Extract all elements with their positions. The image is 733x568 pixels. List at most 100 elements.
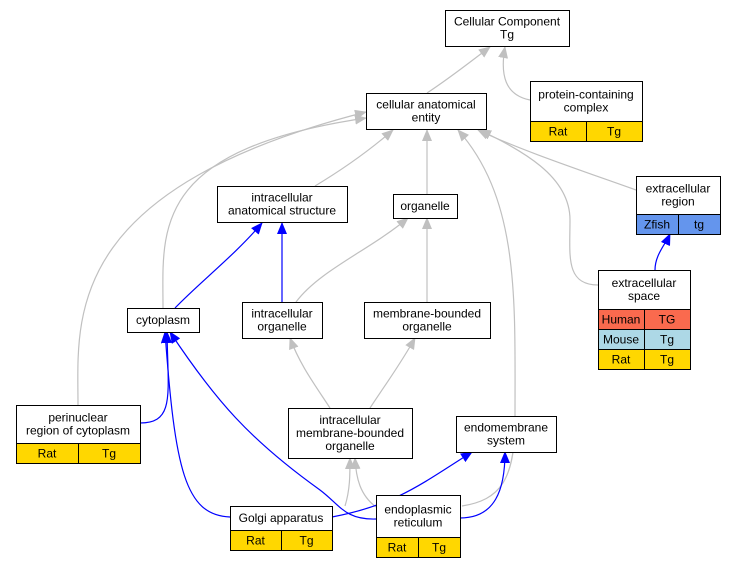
node-box bbox=[445, 10, 570, 47]
species-label: Mouse bbox=[603, 333, 639, 347]
species-row[interactable]: Rat Tg bbox=[230, 530, 333, 551]
edge-cae-to-cc bbox=[426, 46, 491, 94]
node-label: extracellular bbox=[612, 276, 677, 290]
edge-er-to-cae bbox=[457, 129, 516, 507]
node-label: region bbox=[661, 195, 694, 209]
node-label: organelle bbox=[400, 199, 450, 213]
node-label: organelle bbox=[325, 439, 375, 453]
node-label: space bbox=[628, 289, 660, 303]
species-row[interactable]: Rat Tg bbox=[376, 537, 461, 558]
gene-cell bbox=[678, 214, 721, 235]
species-label: Rat bbox=[549, 125, 568, 139]
edge-exs-to-cae bbox=[479, 129, 599, 286]
species-label: Rat bbox=[38, 447, 57, 461]
node-box bbox=[393, 194, 458, 219]
edge-er-to-imbo bbox=[350, 457, 377, 508]
node-box bbox=[366, 93, 487, 130]
gene-label: Tg bbox=[299, 534, 313, 548]
node-label: intracellular bbox=[251, 307, 312, 321]
gene-label: tg bbox=[694, 218, 704, 232]
edge-cyto-to-ias bbox=[174, 222, 263, 309]
node-label: system bbox=[487, 434, 525, 448]
node-label: endoplasmic bbox=[384, 503, 451, 517]
node-label: Tg bbox=[500, 28, 514, 42]
edge-peri-to-cyto bbox=[139, 331, 173, 424]
edge-exs-to-exr bbox=[654, 233, 671, 271]
node-box bbox=[127, 308, 200, 333]
gene-label: TG bbox=[659, 313, 676, 327]
node-label: membrane-bounded bbox=[296, 426, 404, 440]
node-box bbox=[364, 302, 491, 339]
species-label: Rat bbox=[612, 353, 631, 367]
node-label: Cellular Component bbox=[454, 15, 561, 29]
edge-imbo-to-io bbox=[289, 337, 331, 409]
node-organelle[interactable]: organelle bbox=[393, 194, 458, 219]
edge-cyto-to-cae bbox=[162, 114, 367, 309]
node-label: complex bbox=[564, 101, 609, 115]
edge-golgi-to-imbo bbox=[344, 457, 355, 507]
node-label: protein-containing bbox=[538, 88, 633, 102]
species-row[interactable]: Zfish tg bbox=[636, 214, 721, 235]
node-label: membrane-bounded bbox=[373, 307, 481, 321]
species-label: Rat bbox=[388, 541, 407, 555]
node-label: extracellular bbox=[646, 182, 711, 196]
gene-label: Tg bbox=[432, 541, 446, 555]
node-box bbox=[217, 186, 348, 223]
species-row[interactable]: Rat Tg bbox=[598, 349, 691, 370]
node-label: reticulum bbox=[394, 516, 443, 530]
node-box bbox=[242, 302, 323, 339]
node-label: Golgi apparatus bbox=[239, 511, 324, 525]
edge-io-to-org bbox=[295, 217, 409, 303]
node-label: region of cytoplasm bbox=[26, 424, 130, 438]
edge-layer bbox=[77, 46, 671, 520]
node-label: anatomical structure bbox=[228, 204, 336, 218]
species-label: Human bbox=[602, 313, 641, 327]
species-row[interactable]: Rat Tg bbox=[530, 121, 643, 142]
node-label: organelle bbox=[257, 320, 307, 334]
node-label: intracellular bbox=[251, 191, 312, 205]
node-label: cytoplasm bbox=[136, 313, 190, 327]
node-box bbox=[456, 416, 557, 453]
node-label: organelle bbox=[402, 320, 452, 334]
edge-imbo-to-mbo bbox=[369, 337, 416, 409]
species-label: Zfish bbox=[644, 218, 670, 232]
node-label: intracellular bbox=[319, 413, 380, 427]
node-cytoplasm[interactable]: cytoplasm bbox=[127, 308, 200, 333]
gene-cell bbox=[281, 530, 333, 551]
gene-cell bbox=[78, 443, 141, 464]
species-label: Rat bbox=[246, 534, 265, 548]
gene-cell bbox=[586, 121, 643, 142]
edge-golgi-to-cyto bbox=[160, 331, 231, 518]
species-row[interactable]: Human TG bbox=[598, 309, 691, 330]
edge-golgi-to-endo bbox=[331, 451, 473, 518]
node-label: endomembrane bbox=[464, 421, 548, 435]
node-label: perinuclear bbox=[48, 411, 107, 425]
gene-label: Tg bbox=[607, 125, 621, 139]
edge-pcc-to-cc bbox=[498, 46, 531, 101]
node-label: entity bbox=[412, 111, 441, 125]
edge-ias-to-cae bbox=[314, 129, 394, 187]
gene-label: Tg bbox=[102, 447, 116, 461]
gene-cell bbox=[418, 537, 461, 558]
gene-label: Tg bbox=[660, 353, 674, 367]
species-row[interactable]: Rat Tg bbox=[16, 443, 141, 464]
node-box bbox=[288, 408, 413, 459]
edge-er-to-endo bbox=[459, 451, 510, 519]
edge-peri-to-cae bbox=[77, 109, 367, 406]
